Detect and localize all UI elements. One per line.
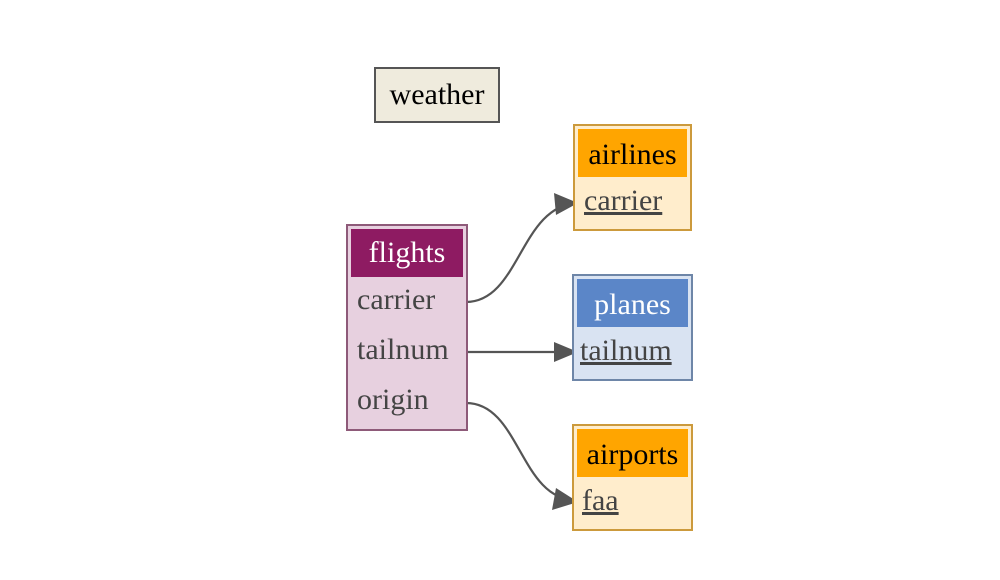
table-weather-title: weather: [389, 78, 485, 111]
arrowhead-airports-faa: [552, 488, 578, 510]
table-airlines-header: airlines: [578, 129, 687, 177]
table-airlines[interactable]: airlines carrier: [573, 124, 692, 231]
edge-flights-origin-to-airports-faa: [465, 401, 577, 502]
table-airlines-column-carrier: carrier: [584, 184, 663, 217]
table-flights-header: flights: [351, 229, 463, 277]
table-flights-column-origin: origin: [357, 383, 429, 416]
table-planes[interactable]: planes tailnum: [572, 274, 693, 381]
table-airports-header: airports: [577, 429, 688, 477]
arrowhead-planes-tailnum: [554, 342, 578, 362]
edge-flights-carrier-to-airlines-carrier: [465, 201, 579, 304]
table-planes-column-tailnum: tailnum: [580, 334, 672, 367]
table-flights[interactable]: flights carrier tailnum origin: [346, 224, 468, 431]
table-weather[interactable]: weather: [374, 67, 500, 123]
table-flights-column-tailnum: tailnum: [357, 333, 449, 366]
arrowhead-airlines-carrier: [554, 193, 578, 215]
table-airports[interactable]: airports faa: [572, 424, 693, 531]
table-airports-column-faa: faa: [582, 484, 619, 517]
table-flights-column-carrier: carrier: [357, 283, 436, 316]
table-planes-header: planes: [577, 279, 688, 327]
